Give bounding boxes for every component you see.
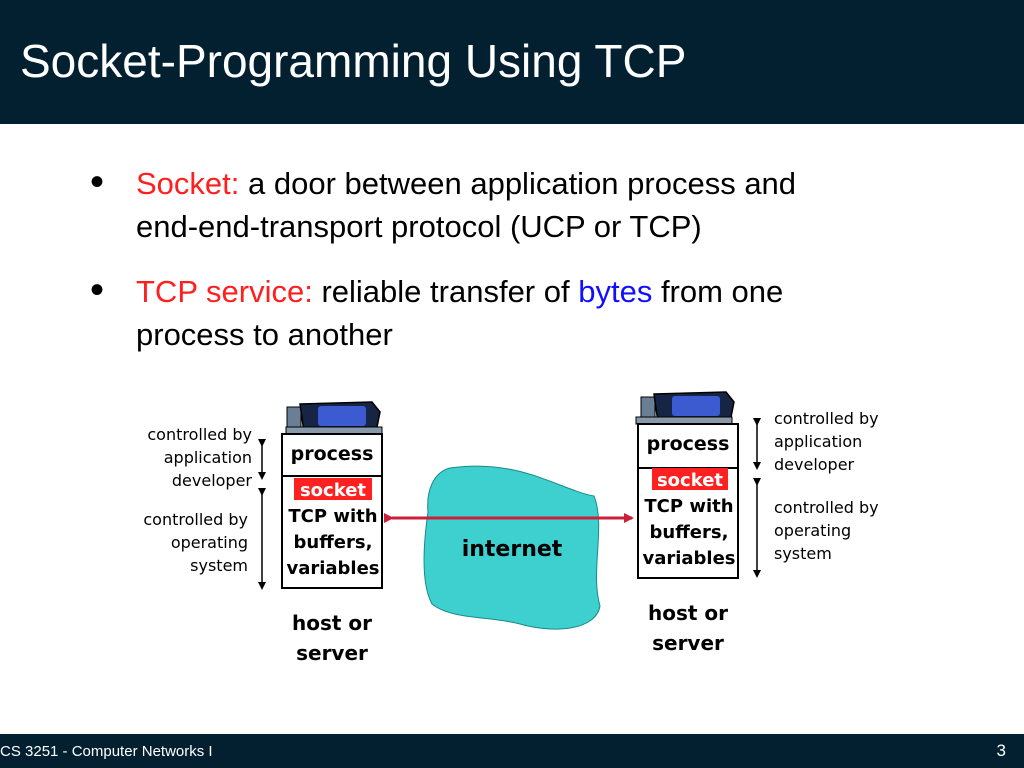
app-control-label: application xyxy=(164,448,252,467)
right-host: process socket TCP with buffers, variabl… xyxy=(635,391,879,655)
tcp-label: buffers, xyxy=(294,532,373,553)
left-host: process socket TCP with buffers, variabl… xyxy=(143,401,383,665)
os-control-label: operating xyxy=(171,533,248,552)
process-label: process xyxy=(291,443,374,465)
computer-icon xyxy=(285,401,383,435)
bullet-dot-icon: • xyxy=(90,268,105,312)
bullet-text-line2: end-end-transport protocol (UCP or TCP) xyxy=(136,209,702,244)
bullet-text: from one xyxy=(652,274,784,309)
term-tcp-service: TCP service: xyxy=(136,274,313,309)
tcp-label: variables xyxy=(642,548,735,569)
host-label: server xyxy=(652,631,724,655)
os-control-label: system xyxy=(190,556,248,575)
bullet-text: a door between application process and xyxy=(239,166,797,201)
socket-label: socket xyxy=(300,480,366,501)
host-label: host or xyxy=(648,601,728,625)
computer-icon xyxy=(635,391,735,425)
host-label: host or xyxy=(292,611,372,635)
internet-label: internet xyxy=(462,537,563,562)
bullet-dot-icon: • xyxy=(90,160,105,204)
process-label: process xyxy=(647,433,730,455)
highlight-bytes: bytes xyxy=(578,274,653,309)
os-control-label: system xyxy=(774,544,832,563)
bullet-tcp-service: • TCP service: reliable transfer of byte… xyxy=(90,270,990,356)
slide-title: Socket-Programming Using TCP xyxy=(20,35,687,87)
app-control-label: controlled by xyxy=(147,425,252,444)
host-label: server xyxy=(296,641,368,665)
app-control-label: developer xyxy=(774,455,855,474)
bullet-text-line2: process to another xyxy=(136,317,393,352)
app-control-label: controlled by xyxy=(774,409,879,428)
bullet-list: • Socket: a door between application pro… xyxy=(90,162,990,378)
os-control-label: controlled by xyxy=(774,498,879,517)
bullet-text: reliable transfer of xyxy=(312,274,579,309)
page-number: 3 xyxy=(996,741,1006,760)
tcp-label: TCP with xyxy=(288,506,377,527)
app-control-label: developer xyxy=(172,471,253,490)
tcp-label: TCP with xyxy=(644,496,733,517)
term-socket: Socket: xyxy=(136,166,240,201)
title-bar: Socket-Programming Using TCP xyxy=(0,0,1024,124)
footer-bar: CS 3251 - Computer Networks I 3 xyxy=(0,734,1024,768)
bullet-socket: • Socket: a door between application pro… xyxy=(90,162,990,248)
tcp-label: variables xyxy=(286,558,379,579)
socket-label: socket xyxy=(657,470,723,491)
footer-course: CS 3251 - Computer Networks I xyxy=(0,743,213,760)
app-control-label: application xyxy=(774,432,862,451)
internet-cloud xyxy=(423,465,601,630)
os-control-label: controlled by xyxy=(143,510,248,529)
tcp-label: buffers, xyxy=(650,522,729,543)
os-control-label: operating xyxy=(774,521,851,540)
